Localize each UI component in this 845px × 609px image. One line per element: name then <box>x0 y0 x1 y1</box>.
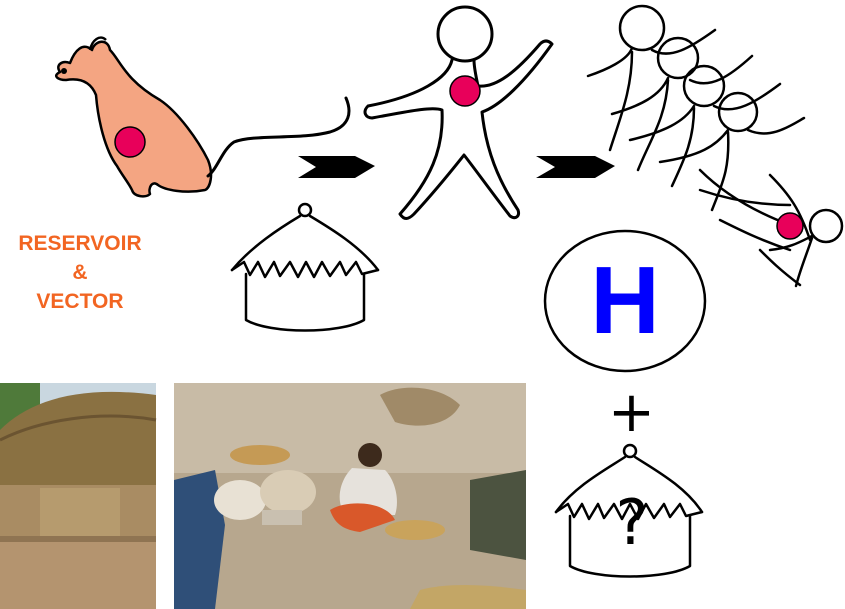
arrow-icon <box>298 156 375 178</box>
photo-hut-interior <box>174 383 526 609</box>
vector-label: VECTOR <box>0 286 160 317</box>
photo-hut-exterior <box>0 383 156 609</box>
person-icon <box>365 7 552 219</box>
infection-dot <box>777 213 803 239</box>
arrow-icon <box>536 156 615 178</box>
infection-dot <box>115 127 145 157</box>
ampersand-label: & <box>0 257 160 288</box>
reservoir-label: RESERVOIR <box>0 228 160 259</box>
hospital-letter: H <box>545 231 705 371</box>
infection-dot <box>450 76 480 106</box>
question-mark: ? <box>612 492 652 554</box>
rodent-icon <box>56 38 349 197</box>
hut-icon <box>232 204 378 331</box>
plus-sign: + <box>608 385 648 441</box>
